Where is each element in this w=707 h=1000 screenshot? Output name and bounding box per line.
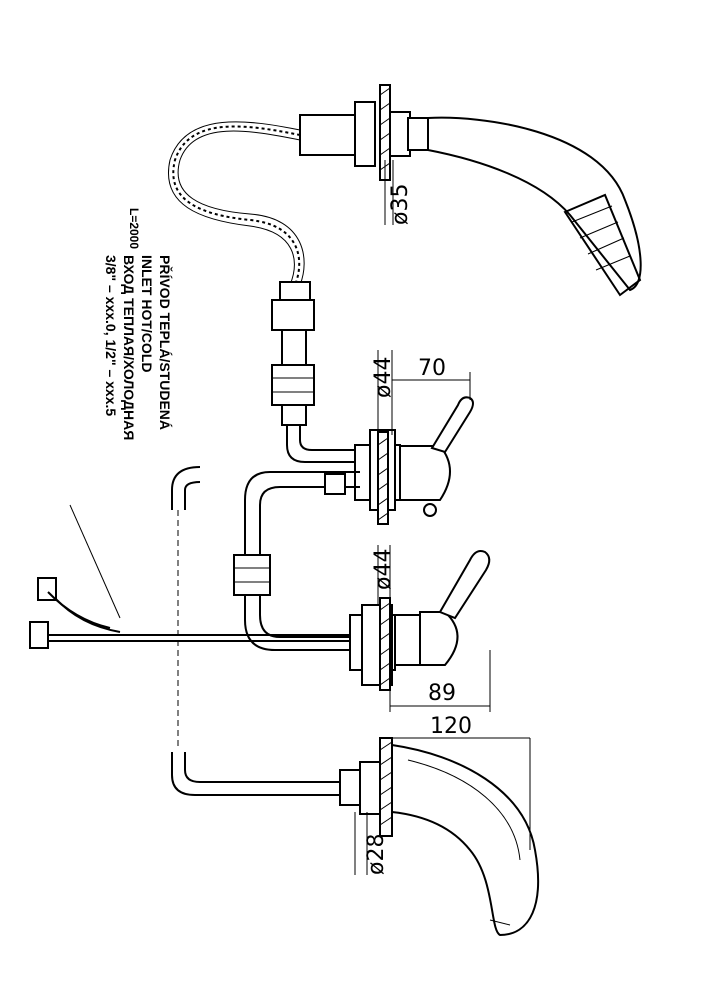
inlet-fitting-2 <box>29 621 49 649</box>
lower-valve-lever <box>438 550 491 620</box>
inlet-note-line2: INLET HOT/COLD <box>139 255 155 372</box>
wall-plate-lower <box>379 597 391 691</box>
hose-length-label: L=2000 <box>127 208 141 249</box>
lower-valve-assembly <box>29 550 491 691</box>
upper-valve-assembly <box>233 396 474 651</box>
wall-plate-upper <box>377 431 389 525</box>
dim-d44-mid: ø44 <box>371 549 396 590</box>
spout-assembly <box>171 737 540 937</box>
hand-shower-body <box>427 116 642 292</box>
dim-120: 120 <box>430 714 472 739</box>
inlet-note-line3: ВХОД ТЕПЛАЯ/ХОЛОДНАЯ <box>121 255 137 440</box>
inlet-note: PŘÍVOD TEPLÁ/STUDENÁ INLET HOT/COLD ВХОД… <box>103 255 174 440</box>
shower-connector <box>299 114 361 156</box>
hand-shower-assembly <box>168 84 642 426</box>
dim-89: 89 <box>428 681 456 706</box>
spout-body <box>391 743 540 937</box>
flexible-hose <box>172 125 301 286</box>
inlet-note-line4: 3/8" – xxx.0, 1/2" – xxx.5 <box>103 255 119 416</box>
upper-valve-pipe <box>286 425 360 463</box>
pipe-coupling <box>233 554 271 596</box>
dimension-lines <box>69 160 531 875</box>
dim-d44-top: ø44 <box>371 357 396 398</box>
hose-nut <box>271 299 315 331</box>
dim-d28: ø28 <box>364 834 389 875</box>
upper-valve-lever <box>430 396 474 454</box>
inlet-note-line1: PŘÍVOD TEPLÁ/STUDENÁ <box>157 255 174 430</box>
hose-coupling <box>271 364 315 406</box>
dim-70: 70 <box>418 356 446 381</box>
upper-valve-cap <box>399 445 451 501</box>
dim-d35: ø35 <box>388 184 413 225</box>
lower-valve-cap <box>419 611 459 666</box>
